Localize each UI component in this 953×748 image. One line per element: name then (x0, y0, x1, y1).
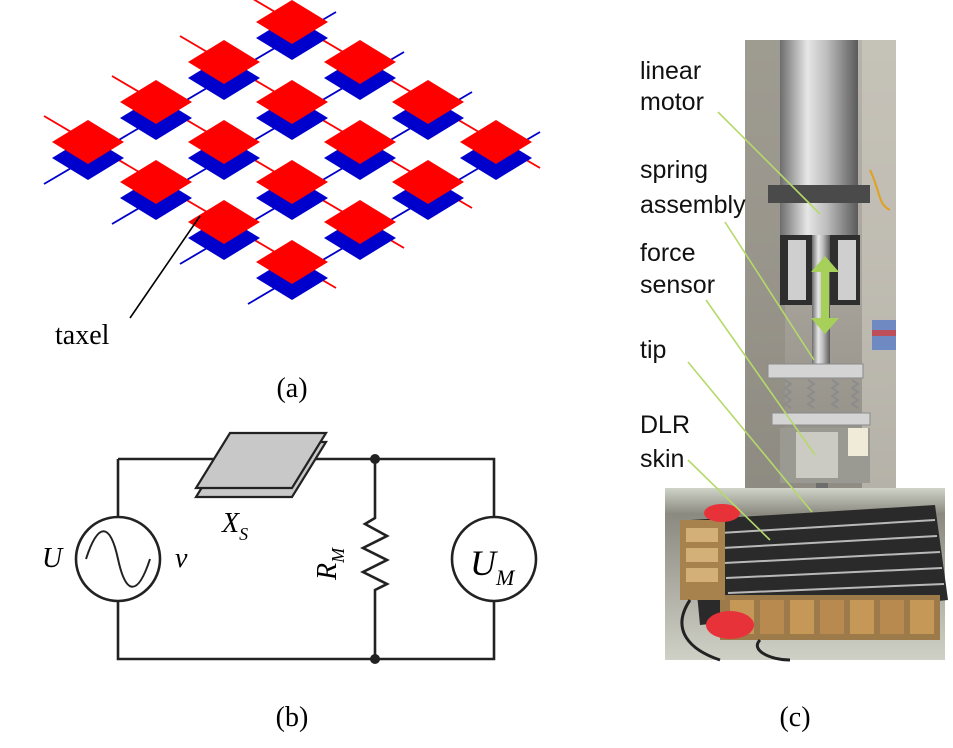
junction-top (370, 454, 380, 464)
taxel-pads (52, 0, 532, 300)
sensor-label: XS (221, 508, 248, 544)
top-pad (392, 80, 464, 124)
caption-b: (b) (276, 702, 309, 733)
motion-arrow-icon (811, 256, 839, 334)
top-pad (256, 80, 328, 124)
label-force: force (640, 239, 696, 267)
top-pad (392, 160, 464, 204)
panel-c-photo: linear motor spring assembly force senso… (640, 40, 948, 733)
taxel-label: taxel (55, 320, 110, 351)
connector-row (720, 595, 940, 640)
spring-plate-top (767, 363, 864, 379)
label-sensor: sensor (640, 271, 715, 299)
top-pad (188, 200, 260, 244)
label-motor: motor (640, 88, 704, 116)
springs (783, 379, 860, 409)
top-pad (188, 40, 260, 84)
sine-wave-icon (85, 530, 151, 588)
caption-a: (a) (276, 373, 307, 404)
red-marker-top (704, 504, 740, 522)
frequency-label: ν (175, 543, 188, 574)
red-marker-bottom (706, 611, 754, 639)
label-dlr: DLR (640, 411, 690, 439)
label-spring: spring (640, 156, 708, 184)
connector-left (680, 520, 725, 600)
top-pad (120, 160, 192, 204)
top-pad (324, 40, 396, 84)
meter-label: UM (470, 543, 516, 590)
panel-a-taxel-grid: taxel (a) (43, 0, 541, 404)
taxel-pointer-line (129, 215, 201, 319)
top-pad (52, 120, 124, 164)
top-pad (188, 120, 260, 164)
label-skin: skin (640, 445, 684, 473)
voltmeter-symbol (450, 515, 538, 603)
skin-stripes (719, 519, 945, 594)
label-tip: tip (640, 336, 666, 364)
top-pad (256, 160, 328, 204)
sensor-capacitor-plates (194, 431, 328, 499)
top-pad (324, 200, 396, 244)
caption-c: (c) (779, 702, 810, 733)
top-pad (460, 120, 532, 164)
leader-lines (687, 111, 821, 541)
top-pad (120, 80, 192, 124)
label-assembly: assembly (640, 191, 746, 219)
top-pad (256, 0, 328, 44)
label-linear: linear (640, 57, 701, 85)
top-pad (324, 120, 396, 164)
spring-plate-bottom (771, 412, 871, 426)
source-voltage-label: U (42, 543, 64, 574)
linear-motor (780, 40, 858, 240)
panel-b-circuit: U ν UM XS RM (b) (42, 431, 538, 733)
top-pad (256, 240, 328, 284)
resistor-symbol (360, 459, 390, 659)
junction-bottom (370, 654, 380, 664)
resistor-label: RM (312, 547, 348, 581)
